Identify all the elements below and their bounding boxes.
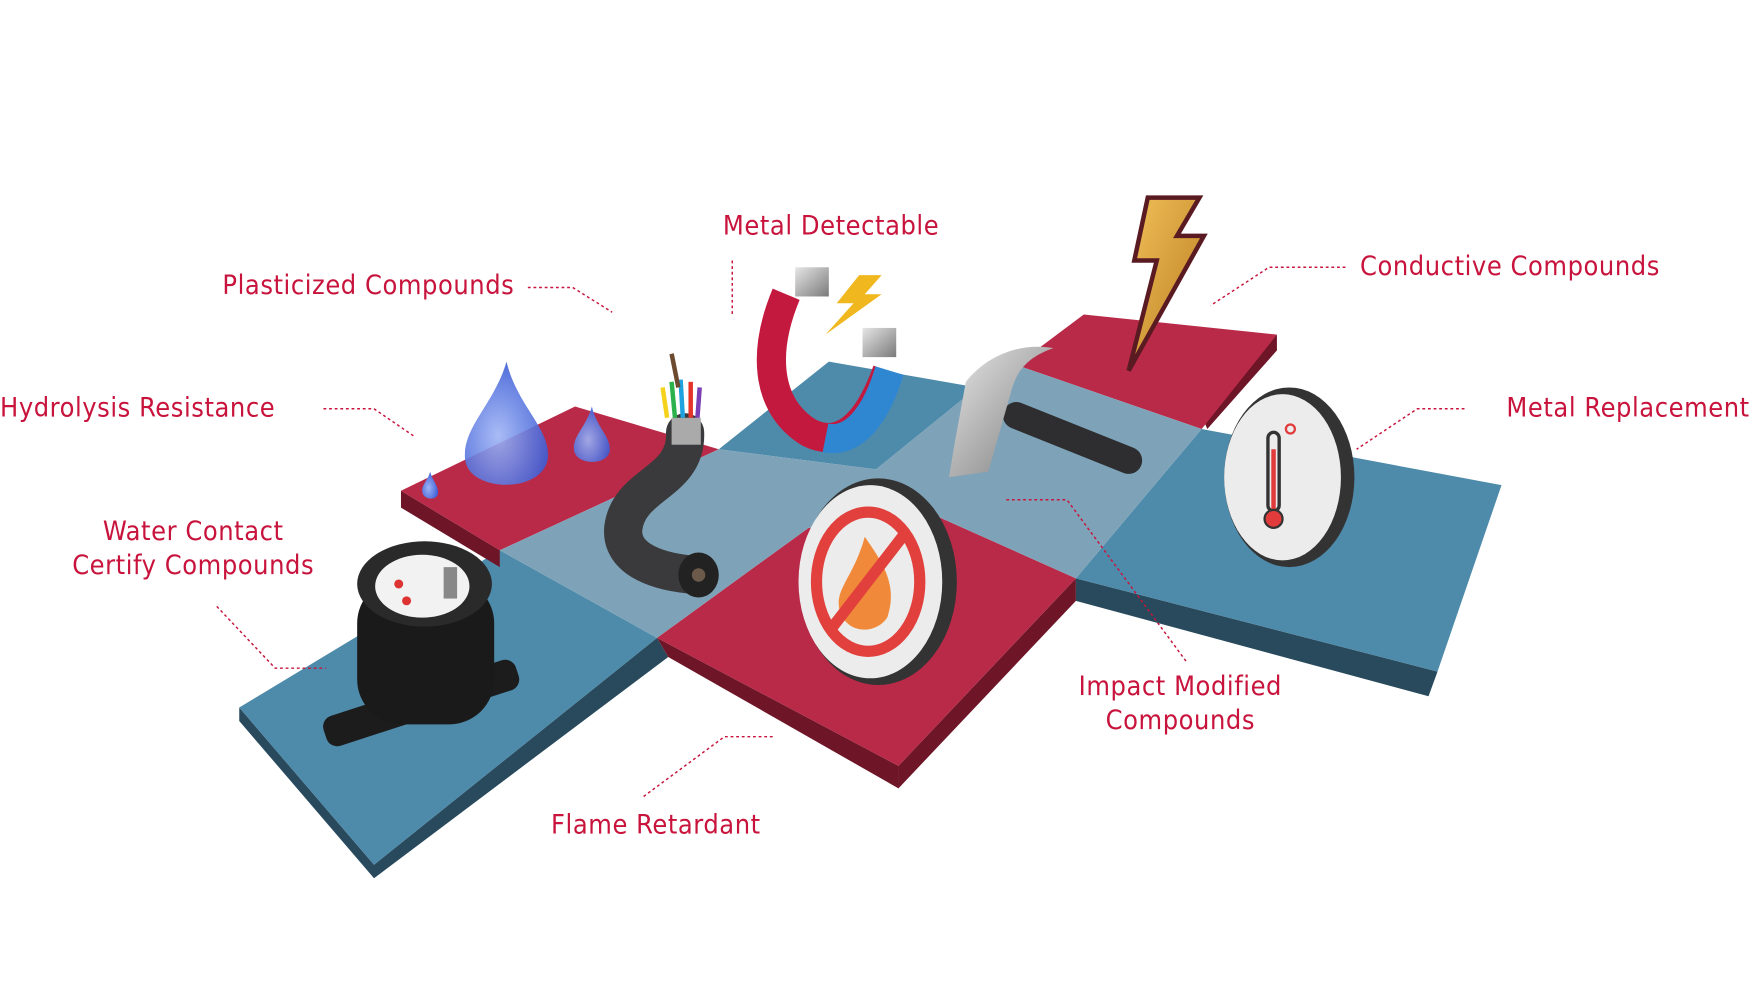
label-water-contact-2: Certify Compounds — [72, 550, 314, 581]
label-flame: Flame Retardant — [551, 809, 761, 840]
label-metal-detectable: Metal Detectable — [723, 211, 939, 242]
leader-water-contact — [216, 605, 326, 669]
label-plasticized: Plasticized Compounds — [222, 270, 514, 301]
no-fire-sign-icon — [798, 478, 957, 686]
red-block-left — [400, 406, 719, 551]
water-meter-icon — [323, 541, 520, 747]
label-impact-2: Compounds — [1106, 705, 1255, 736]
label-metal-replacement: Metal Replacement — [1506, 393, 1749, 424]
leader-lines — [216, 260, 1465, 798]
leader-flame — [641, 735, 773, 798]
leader-hydrolysis — [323, 408, 414, 437]
label-impact-1: Impact Modified — [1079, 671, 1282, 702]
label-water-contact-1: Water Contact — [103, 516, 284, 547]
lightning-bolt-icon — [1126, 195, 1208, 372]
label-conductive: Conductive Compounds — [1360, 251, 1660, 282]
thermometer-sign-icon — [1224, 387, 1355, 568]
red-block-bottom-side — [657, 637, 899, 789]
blue-strip-left-side — [239, 707, 375, 879]
leader-metal-replacement — [1356, 408, 1465, 450]
red-block-bottom-side-right — [898, 578, 1076, 789]
red-block-left-side — [400, 490, 500, 568]
hammer-icon — [948, 346, 1143, 478]
blue-strip-left-side-front — [374, 637, 669, 879]
leader-conductive — [1210, 266, 1346, 307]
cable-icon — [604, 353, 719, 598]
leader-plasticized — [527, 286, 613, 313]
blue-strip-right-side — [1075, 578, 1438, 697]
magnet-icon — [756, 267, 904, 454]
red-block-top-right — [1016, 314, 1277, 429]
water-drops-icon — [422, 361, 610, 499]
label-hydrolysis: Hydrolysis Resistance — [0, 393, 275, 424]
